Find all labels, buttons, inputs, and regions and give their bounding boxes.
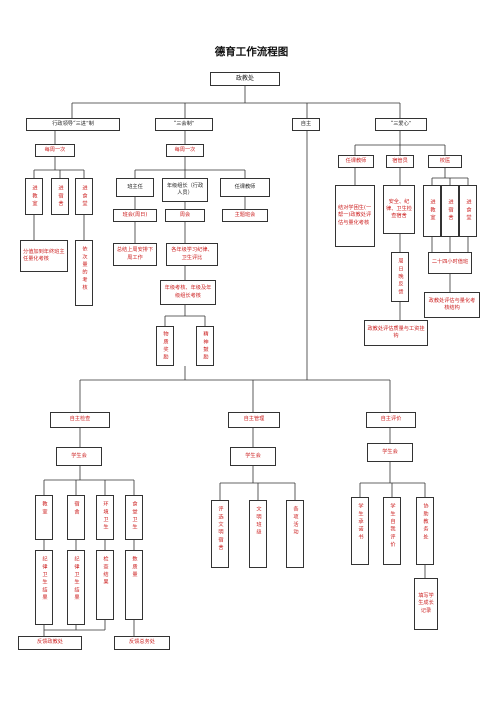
- head-teacher-node: 班主任: [116, 178, 154, 197]
- discipline-result-1-node: 纪律卫生结果: [35, 550, 53, 625]
- growth-record-node: 填写学生成长记录: [414, 578, 438, 630]
- pair-help-node: 结对学困生(一帮一)政教处评估与量化考核: [335, 185, 375, 247]
- feedback-office-node: 反馈政教处: [18, 636, 82, 650]
- canteen-hygiene-node: 食堂卫生: [125, 495, 143, 540]
- office-structure-node: 政教处评估与量化考核结构: [424, 292, 480, 318]
- student-pledge-node: 学生承诺书: [351, 497, 369, 565]
- subject-teacher-2-node: 任课教师: [338, 155, 374, 168]
- office-salary-node: 政教处评估质量与工资挂钩: [364, 320, 428, 346]
- self-manage-node: 自主管理: [228, 412, 280, 428]
- civilized-dorm-node: 评选文明宿舍: [211, 500, 229, 568]
- office-node: 政教处: [210, 72, 280, 86]
- civilized-class-node: 文明班级: [249, 500, 267, 568]
- material-reward-node: 物质奖励: [156, 326, 174, 366]
- assist-academic-node: 协助教务处: [416, 497, 434, 565]
- three-love-node: “三爱心”: [375, 118, 427, 131]
- theme-meeting-node: 主题班会: [222, 209, 268, 222]
- enter-canteen-2-node: 进食堂: [459, 185, 477, 237]
- activities-node: 各项活动: [286, 500, 304, 568]
- feedback-general-node: 反馈总务处: [114, 636, 170, 650]
- grade-leader-node: 年级组长（行政人员）: [162, 178, 208, 202]
- environment-node: 环境卫生: [96, 495, 114, 540]
- discipline-result-2-node: 纪律卫生结果: [67, 550, 85, 625]
- sunday-feedback-node: 周日晚反馈: [391, 252, 409, 302]
- duty-24h-node: 二十四小时值班: [428, 252, 472, 274]
- classroom-node: 教室: [35, 495, 53, 540]
- situation-check-node: 依次量的考核: [75, 240, 93, 306]
- class-meeting-node: 班会(周日): [113, 209, 157, 222]
- dorm-node: 宿舍: [67, 495, 85, 540]
- dorm-manager-node: 宿管员: [386, 155, 414, 168]
- week-meeting-node: 周会: [165, 209, 205, 222]
- assign-score-node: 分值加到年终班主任量化考核: [20, 240, 68, 272]
- self-evaluate-node: 自主评价: [366, 412, 416, 428]
- student-self-eval-node: 学生自我评价: [383, 497, 401, 565]
- quantity-quality-node: 数质量: [125, 550, 143, 620]
- safety-check-node: 安全、纪律、卫生检查宿舍: [383, 185, 415, 234]
- spiritual-reward-node: 精神鼓励: [196, 326, 214, 366]
- student-union-3-node: 学生会: [367, 443, 413, 462]
- monthly-node: 每周一次: [35, 144, 75, 157]
- chart-title: 德育工作流程图: [214, 46, 289, 58]
- grade-compare-node: 各年级学习纪律、卫生评比: [166, 243, 218, 266]
- three-meeting-node: “三会制”: [155, 118, 213, 131]
- autonomy-node: 自主: [292, 118, 320, 131]
- assessment-node: 年级考核、年级及年级组长考核: [160, 280, 216, 305]
- enter-dorm-node: 进宿舍: [51, 178, 69, 215]
- enter-classroom-node: 进教室: [25, 178, 43, 215]
- enter-classroom-2-node: 进教室: [423, 185, 441, 237]
- enter-canteen-node: 进食堂: [75, 178, 93, 215]
- check-result-node: 检查结果: [96, 550, 114, 620]
- student-union-1-node: 学生会: [56, 447, 102, 466]
- summary-node: 总结上周安排下周工作: [113, 243, 157, 266]
- leader-three-node: 行政领导“三进”制: [26, 118, 120, 131]
- subject-teacher-node: 任课教师: [220, 178, 270, 197]
- school-doctor-node: 校医: [428, 155, 462, 168]
- student-union-2-node: 学生会: [230, 447, 276, 466]
- enter-dorm-2-node: 进宿舍: [441, 185, 459, 237]
- weekly-node: 每周一次: [166, 144, 204, 157]
- self-check-node: 自主检查: [50, 412, 110, 428]
